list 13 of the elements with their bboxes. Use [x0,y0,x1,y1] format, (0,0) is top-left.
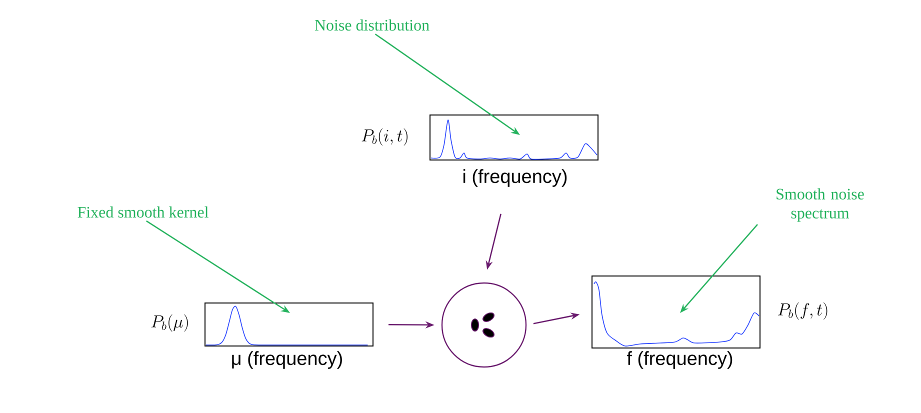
node-label: f (frequency) [626,351,732,369]
callout-text: Noise distribution [314,19,430,31]
callout-text: Fixed smooth kernel [78,206,208,218]
node-label: μ (frequency) [232,351,342,369]
axis-label: $P_b(f,t)$ [778,302,828,320]
axis-label: $P_b(\mu)$ [151,314,188,332]
plot-box: μ (frequency) [204,302,374,369]
axis-label: $P_b(i,t)$ [362,128,408,146]
node-label: i (frequency) [463,169,567,187]
callout-text: Smooth noise spectrum [776,188,864,222]
plot-box: f (frequency) [592,276,760,369]
plot-box: i (frequency) [430,114,598,187]
convolution-circle [441,282,527,368]
